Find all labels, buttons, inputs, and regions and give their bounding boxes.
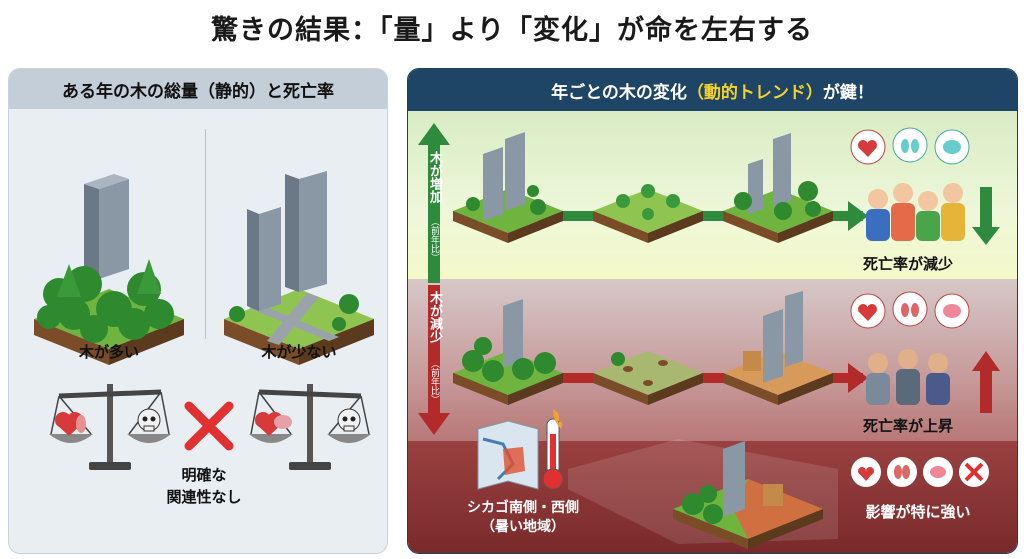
no-relation-line-2: 関連性なし	[166, 488, 242, 506]
header-text: 年ごとの木の変化	[551, 82, 687, 103]
hot-city-tile	[673, 441, 823, 549]
increase-label: 木が増加	[427, 151, 442, 203]
static-panel: ある年の木の総量（静的）と死亡率 木が多い 木が少ない	[8, 68, 388, 554]
heart-icon	[851, 457, 881, 487]
dense-forest-scene	[34, 174, 184, 365]
mortality-down-label: 死亡率が減少	[862, 255, 953, 273]
forest-tile	[453, 299, 563, 405]
region-label: シカゴ南側・西側 （暑い地域）	[448, 499, 598, 537]
brain-icon	[934, 129, 970, 165]
building-icon	[84, 174, 129, 279]
up-arrow-icon	[972, 351, 1000, 413]
region-line-2: （暑い地域）	[481, 519, 565, 535]
map-icon	[477, 420, 539, 490]
lungs-icon	[892, 127, 928, 163]
sapling-tile	[593, 184, 703, 243]
skull-icon	[137, 408, 161, 432]
scene-many-label: 木が多い	[78, 343, 139, 361]
lungs-icon	[892, 291, 928, 327]
zoom-cone	[568, 439, 838, 549]
city-tile	[453, 132, 563, 243]
decrease-yoy: （前年比）	[429, 359, 439, 404]
header-highlight: （動的トレンド）	[686, 82, 823, 103]
brain-icon	[923, 457, 953, 487]
heart-icon	[850, 129, 886, 165]
cross-icon	[959, 457, 989, 487]
stump-tile	[593, 351, 703, 405]
increase-arrow-icon	[418, 123, 450, 283]
sparse-city-scene	[224, 171, 374, 365]
no-relation-label: 明確な 関連性なし	[149, 464, 259, 508]
people-icon	[866, 349, 950, 405]
increase-yoy: （前年比）	[429, 217, 439, 262]
scale-icon	[249, 384, 371, 470]
dynamic-panel: 年ごとの木の変化 （動的トレンド） が鍵！ 木が増加 （前年比） 木が減少 （前…	[407, 68, 1018, 554]
thermometer-icon	[542, 409, 564, 490]
lungs-icon	[887, 457, 917, 487]
scene-few-label: 木が少ない	[261, 343, 337, 361]
brain-icon	[274, 415, 292, 429]
sick-people-group	[850, 291, 1000, 413]
mortality-up-label: 死亡率が上昇	[862, 417, 953, 435]
scales-group	[49, 384, 371, 470]
static-panel-header: ある年の木の総量（静的）と死亡率	[9, 69, 387, 109]
down-arrow-icon	[972, 187, 1000, 245]
people-icon	[866, 183, 965, 241]
decrease-arrow-icon	[418, 285, 450, 435]
tree-icon	[229, 294, 359, 331]
header-suffix: が鍵！	[822, 82, 874, 103]
construction-tile	[723, 291, 833, 405]
increase-sequence	[453, 132, 868, 243]
strong-effect-label: 影響が特に強い	[865, 503, 971, 521]
skull-icon	[337, 408, 361, 432]
strong-effect-icons	[851, 457, 989, 487]
no-relation-line-1: 明確な	[181, 466, 227, 484]
heart-icon	[850, 293, 886, 329]
decrease-label: 木が減少	[427, 291, 442, 343]
region-illustration	[477, 409, 564, 490]
tree-icon	[37, 259, 174, 343]
brain-icon	[934, 293, 970, 329]
green-city-tile	[723, 133, 833, 243]
page-title: 驚きの結果：「量」より「変化」が命を左右する	[211, 15, 813, 46]
panel-divider	[205, 129, 206, 339]
building-icon	[247, 171, 327, 311]
healthy-people-group	[850, 127, 1000, 245]
lungs-icon	[76, 415, 86, 433]
cross-icon	[184, 401, 234, 451]
dynamic-panel-header: 年ごとの木の変化 （動的トレンド） が鍵！	[408, 69, 1017, 111]
decrease-sequence	[453, 291, 868, 405]
region-line-1: シカゴ南側・西側	[467, 500, 579, 516]
